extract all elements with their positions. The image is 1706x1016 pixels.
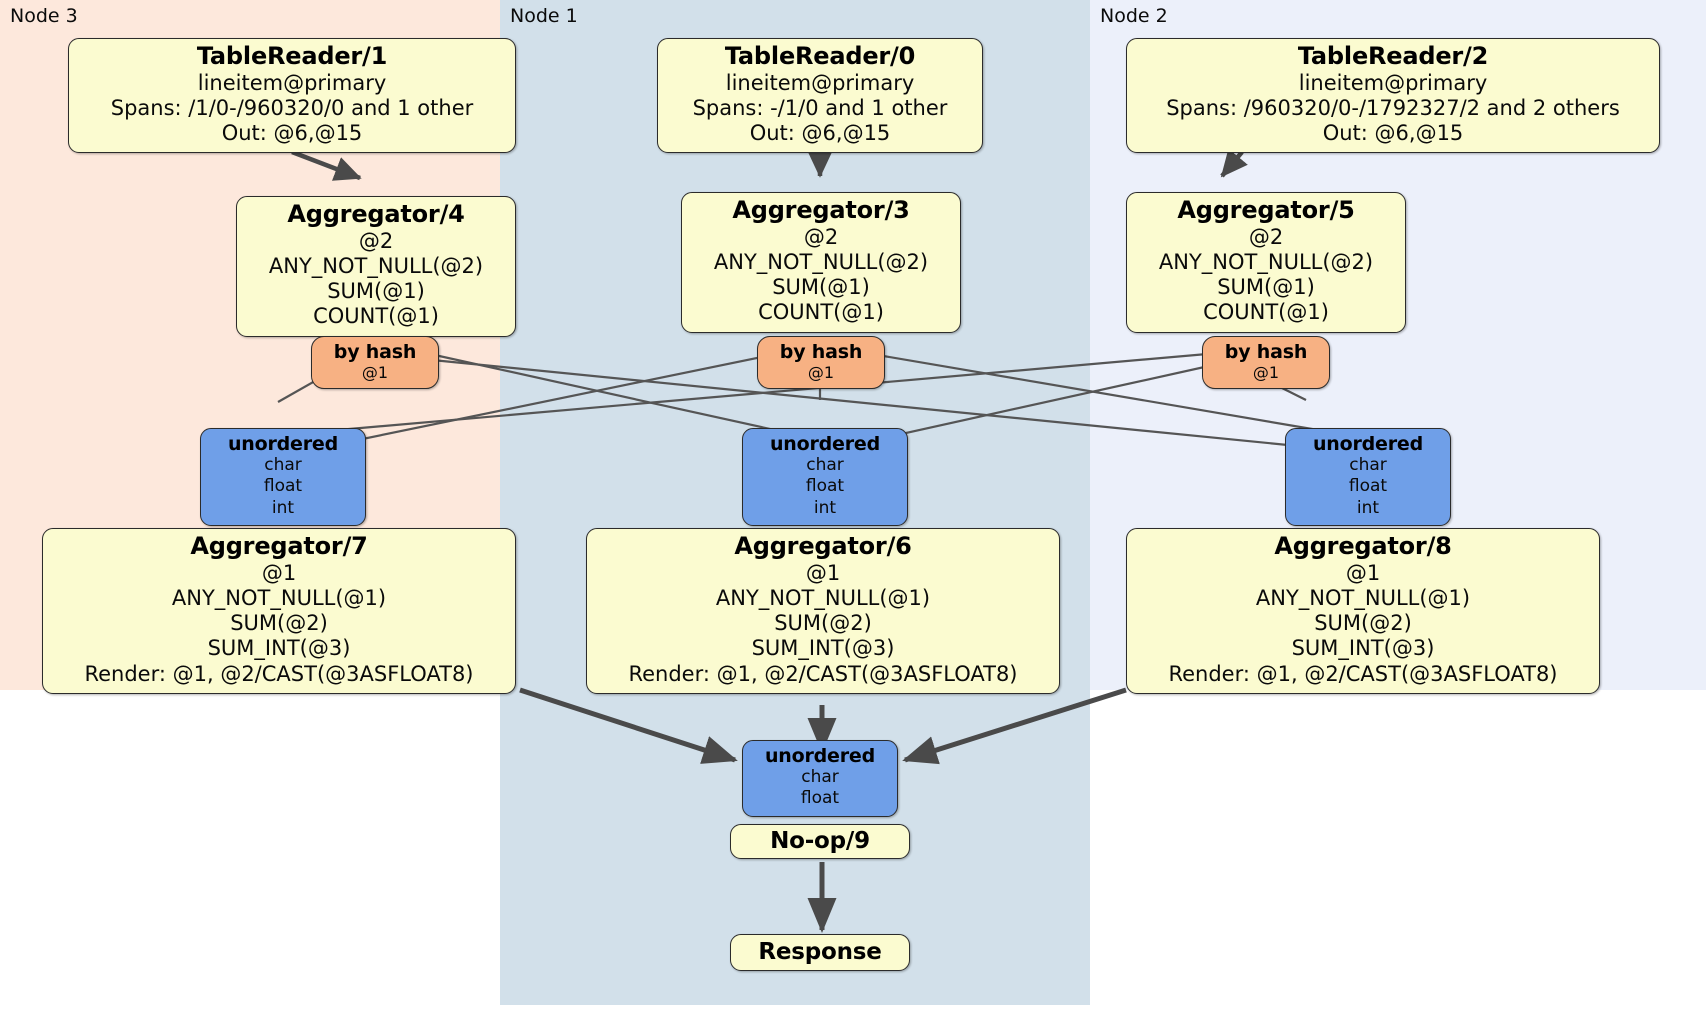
aggregator-5-line-2: ANY_NOT_NULL(@2) [1158,250,1374,275]
aggregator-3-title: Aggregator/3 [732,196,910,224]
aggregator-5-box[interactable]: Aggregator/5 @2 ANY_NOT_NULL(@2) SUM(@1)… [1126,192,1406,333]
receiver-unordered-final-line-1: char [801,767,839,788]
router-by-hash-right[interactable]: by hash @1 [1202,336,1330,390]
aggregator-6-line-5: Render: @1, @2/CAST(@3ASFLOAT8) [628,661,1018,686]
table-reader-2-title: TableReader/2 [1297,42,1489,70]
aggregator-7-line-5: Render: @1, @2/CAST(@3ASFLOAT8) [84,661,474,686]
router-by-hash-left-title: by hash [333,341,417,363]
receiver-unordered-final[interactable]: unordered char float [742,740,898,817]
router-by-hash-right-line-1: @1 [1252,363,1280,383]
router-by-hash-center-title: by hash [779,341,863,363]
receiver-unordered-center-line-3: int [813,497,837,518]
table-reader-1-box[interactable]: TableReader/1 lineitem@primary Spans: /1… [68,38,516,154]
table-reader-0-line-1: lineitem@primary [725,70,915,95]
aggregator-6-line-4: SUM_INT(@3) [751,636,895,661]
aggregator-8-line-2: ANY_NOT_NULL(@1) [1255,586,1471,611]
response-box[interactable]: Response [730,934,910,971]
table-reader-1-line-3: Out: @6,@15 [221,121,363,146]
aggregator-7-box[interactable]: Aggregator/7 @1 ANY_NOT_NULL(@1) SUM(@2)… [42,528,516,694]
aggregator-3-line-2: ANY_NOT_NULL(@2) [713,250,929,275]
receiver-unordered-right-line-3: int [1356,497,1380,518]
receiver-unordered-left-line-3: int [271,497,295,518]
aggregator-3-line-4: COUNT(@1) [758,300,884,325]
table-reader-0-line-3: Out: @6,@15 [749,121,891,146]
aggregator-3-line-1: @2 [803,224,839,249]
aggregator-4-line-2: ANY_NOT_NULL(@2) [268,254,484,279]
router-by-hash-center-line-1: @1 [807,363,835,383]
receiver-unordered-final-line-2: float [800,788,840,809]
aggregator-5-line-1: @2 [1248,224,1284,249]
aggregator-7-title: Aggregator/7 [190,532,368,560]
table-reader-2-line-2: Spans: /960320/0-/1792327/2 and 2 others [1166,96,1620,121]
aggregator-5-line-4: COUNT(@1) [1203,300,1329,325]
router-by-hash-left[interactable]: by hash @1 [311,336,439,390]
receiver-unordered-right[interactable]: unordered char float int [1285,428,1451,527]
aggregator-8-line-3: SUM(@2) [1314,611,1412,636]
aggregator-7-line-4: SUM_INT(@3) [207,636,351,661]
aggregator-7-line-1: @1 [261,560,297,585]
receiver-unordered-right-line-2: float [1348,476,1388,497]
aggregator-7-line-2: ANY_NOT_NULL(@1) [171,586,387,611]
no-op-9-title: No-op/9 [770,828,870,854]
receiver-unordered-right-title: unordered [1312,433,1424,455]
table-reader-1-line-2: Spans: /1/0-/960320/0 and 1 other [110,96,474,121]
receiver-unordered-center-title: unordered [769,433,881,455]
receiver-unordered-left-line-2: float [263,476,303,497]
aggregator-6-title: Aggregator/6 [734,532,912,560]
router-by-hash-left-line-1: @1 [361,363,389,383]
aggregator-6-line-1: @1 [805,560,841,585]
table-reader-0-line-2: Spans: -/1/0 and 1 other [692,96,948,121]
aggregator-5-title: Aggregator/5 [1177,196,1355,224]
table-reader-2-line-1: lineitem@primary [1298,70,1488,95]
aggregator-4-line-1: @2 [358,228,394,253]
receiver-unordered-center-line-1: char [806,455,844,476]
receiver-unordered-right-line-1: char [1349,455,1387,476]
receiver-unordered-left[interactable]: unordered char float int [200,428,366,527]
table-reader-0-title: TableReader/0 [724,42,916,70]
aggregator-8-box[interactable]: Aggregator/8 @1 ANY_NOT_NULL(@1) SUM(@2)… [1126,528,1600,694]
receiver-unordered-final-title: unordered [764,745,876,767]
no-op-9-box[interactable]: No-op/9 [730,824,910,859]
aggregator-8-line-4: SUM_INT(@3) [1291,636,1435,661]
aggregator-8-line-1: @1 [1345,560,1381,585]
aggregator-3-line-3: SUM(@1) [772,275,870,300]
aggregator-6-line-3: SUM(@2) [774,611,872,636]
aggregator-6-box[interactable]: Aggregator/6 @1 ANY_NOT_NULL(@1) SUM(@2)… [586,528,1060,694]
receiver-unordered-center[interactable]: unordered char float int [742,428,908,527]
table-reader-2-box[interactable]: TableReader/2 lineitem@primary Spans: /9… [1126,38,1660,154]
receiver-unordered-center-line-2: float [805,476,845,497]
aggregator-5-line-3: SUM(@1) [1217,275,1315,300]
aggregator-4-title: Aggregator/4 [287,200,465,228]
router-by-hash-right-title: by hash [1224,341,1308,363]
panel-node-3-label: Node 3 [10,5,78,27]
aggregator-4-line-3: SUM(@1) [327,279,425,304]
aggregator-8-line-5: Render: @1, @2/CAST(@3ASFLOAT8) [1168,661,1558,686]
receiver-unordered-left-line-1: char [264,455,302,476]
table-reader-1-title: TableReader/1 [196,42,388,70]
panel-node-2-label: Node 2 [1100,5,1168,27]
table-reader-2-line-3: Out: @6,@15 [1322,121,1464,146]
aggregator-4-box[interactable]: Aggregator/4 @2 ANY_NOT_NULL(@2) SUM(@1)… [236,196,516,337]
aggregator-7-line-3: SUM(@2) [230,611,328,636]
table-reader-1-line-1: lineitem@primary [197,70,387,95]
response-title: Response [758,939,882,965]
aggregator-6-line-2: ANY_NOT_NULL(@1) [715,586,931,611]
panel-node-1-label: Node 1 [510,5,578,27]
table-reader-0-box[interactable]: TableReader/0 lineitem@primary Spans: -/… [657,38,983,154]
receiver-unordered-left-title: unordered [227,433,339,455]
aggregator-3-box[interactable]: Aggregator/3 @2 ANY_NOT_NULL(@2) SUM(@1)… [681,192,961,333]
router-by-hash-center[interactable]: by hash @1 [757,336,885,390]
aggregator-4-line-4: COUNT(@1) [313,304,439,329]
aggregator-8-title: Aggregator/8 [1274,532,1452,560]
